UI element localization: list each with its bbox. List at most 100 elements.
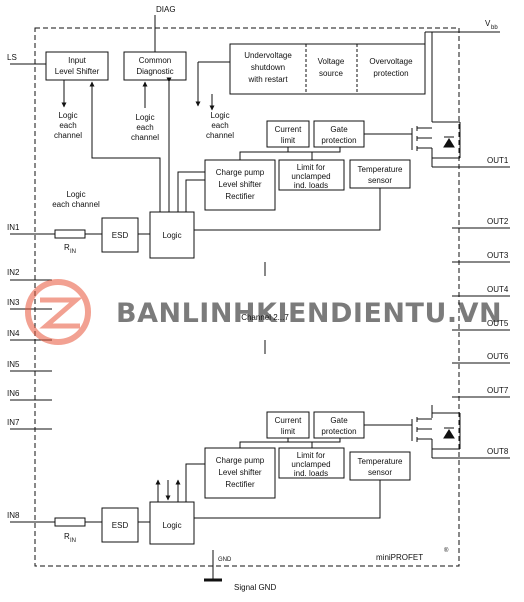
lu1-label-2: unclamped	[291, 172, 330, 181]
lec-label-a3: channel	[54, 131, 82, 140]
ls-pin-label: LS	[7, 53, 17, 62]
watermark-logo	[25, 279, 91, 345]
cd-label-1: Common	[139, 56, 171, 65]
signal-gnd-label: Signal GND	[234, 583, 276, 592]
lec-label-b3: channel	[131, 133, 159, 142]
in8-label: IN8	[7, 511, 20, 520]
rin8-label: R	[64, 532, 70, 541]
lec-label-a2: each	[59, 121, 76, 130]
rin1-subscript: IN	[70, 249, 76, 255]
ov-label-2: protection	[373, 69, 408, 78]
ils-label-1: Input	[68, 56, 87, 65]
lec-label-b2: each	[136, 123, 153, 132]
cp8-label-2: Level shifter	[218, 468, 261, 477]
esd8-label: ESD	[112, 521, 129, 530]
ts8-label-1: Temperature	[358, 457, 403, 466]
vbb-pin-subscript: bb	[491, 25, 498, 31]
mosfet-8	[411, 405, 461, 450]
temp-to-logic-1	[194, 188, 381, 231]
protection-block	[229, 43, 426, 95]
lec-inline-1: Logic	[66, 190, 85, 199]
in5-label: IN5	[7, 360, 20, 369]
watermark-logo-ring	[25, 279, 91, 345]
lec-label-c1: Logic	[210, 111, 229, 120]
cl-to-gate-1	[287, 147, 341, 153]
lec-label-a1: Logic	[58, 111, 77, 120]
cl1-label-2: limit	[281, 136, 296, 145]
cd-label-2: Diagnostic	[136, 67, 173, 76]
uv-label-2: shutdown	[251, 63, 285, 72]
ts8-label-2: sensor	[368, 468, 392, 477]
watermark-text: BANLINHKIENDIENTU.VN	[116, 298, 502, 329]
gp1-label-2: protection	[321, 136, 356, 145]
lec-label-c2: each	[211, 121, 228, 130]
cl1-label-1: Current	[275, 125, 302, 134]
vs-label-2: source	[319, 69, 344, 78]
in1-label: IN1	[7, 223, 20, 232]
out3-label: OUT3	[487, 251, 509, 260]
rin8-subscript: IN	[70, 538, 76, 544]
ts1-label-2: sensor	[368, 176, 392, 185]
cp8-label-3: Rectifier	[225, 480, 255, 489]
channel-range-label: Channel 2...7	[241, 313, 289, 322]
logic1-label: Logic	[162, 231, 181, 240]
in7-label: IN7	[7, 418, 20, 427]
in3-label: IN3	[7, 298, 20, 307]
vs-label-1: Voltage	[318, 57, 345, 66]
input-level-shifter-block	[45, 51, 109, 81]
out5-label: OUT5	[487, 319, 509, 328]
lu8-label-1: Limit for	[297, 451, 326, 460]
lu8-label-3: ind. loads	[294, 469, 328, 478]
out4-label: OUT4	[487, 285, 509, 294]
logic-block-1	[149, 211, 195, 259]
esd-block-1	[101, 217, 139, 253]
common-diagnostic-block	[123, 51, 187, 81]
cl8-label-2: limit	[281, 427, 296, 436]
diag-pin-label: DIAG	[156, 5, 176, 14]
in6-label: IN6	[7, 389, 20, 398]
out7-label: OUT7	[487, 386, 509, 395]
logic-to-chargepump-1	[177, 171, 205, 212]
chargepump-to-gate-8	[239, 441, 288, 448]
rin-resistor-1	[54, 229, 86, 239]
uv-label-1: Undervoltage	[244, 51, 292, 60]
ils-label-2: Level Shifter	[55, 67, 100, 76]
cp1-label-3: Rectifier	[225, 192, 255, 201]
chip-outline	[34, 27, 460, 567]
mosfet-1	[411, 121, 461, 159]
chip-name-label: miniPROFET	[376, 553, 423, 562]
logic-to-chargepump-1b	[185, 179, 205, 212]
out1-label: OUT1	[487, 156, 509, 165]
uv-label-3: with restart	[247, 75, 288, 84]
vbb-pin-label: V	[485, 19, 491, 28]
gp8-label-2: protection	[321, 427, 356, 436]
logic8-label: Logic	[162, 521, 181, 530]
ov-label-1: Overvoltage	[369, 57, 413, 66]
lu8-label-2: unclamped	[291, 460, 330, 469]
out8-label: OUT8	[487, 447, 509, 456]
cp1-label-2: Level shifter	[218, 180, 261, 189]
lec-inline-2: each channel	[52, 200, 100, 209]
lec-label-c3: channel	[206, 131, 234, 140]
chargepump-to-gate-1	[239, 151, 288, 160]
in2-label: IN2	[7, 268, 20, 277]
gp1-label-1: Gate	[330, 125, 348, 134]
rin1-label: R	[64, 243, 70, 252]
ts1-label-1: Temperature	[358, 165, 403, 174]
esd-block-8	[101, 507, 139, 543]
lu1-label-3: ind. loads	[294, 181, 328, 190]
logic-block-8	[149, 501, 195, 545]
cl8-label-1: Current	[275, 416, 302, 425]
chip-registered-mark: ®	[444, 547, 449, 554]
lec-label-b1: Logic	[135, 113, 154, 122]
lu1-label-1: Limit for	[297, 163, 326, 172]
out2-label: OUT2	[487, 217, 509, 226]
in4-label: IN4	[7, 329, 20, 338]
ils-to-logic	[91, 107, 161, 212]
logic-to-chargepump-8	[185, 463, 205, 502]
watermark-logo-z	[39, 297, 83, 329]
cp1-label-1: Charge pump	[216, 168, 265, 177]
out6-label: OUT6	[487, 352, 509, 361]
